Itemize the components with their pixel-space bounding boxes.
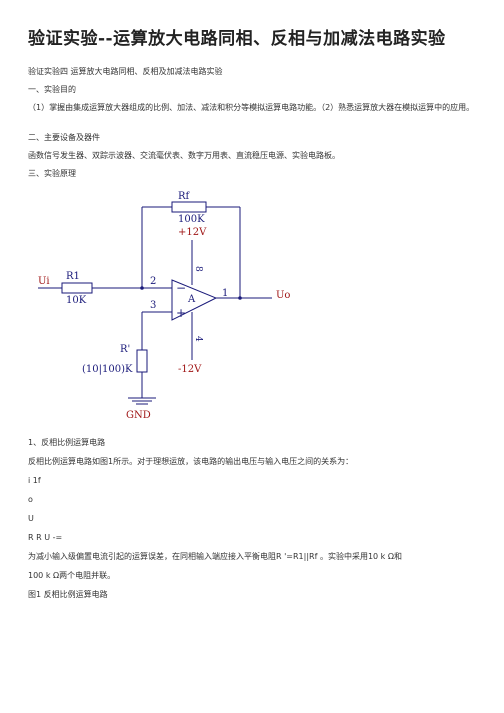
pin-noninv: 3 [150, 300, 156, 311]
section-text-equipment: 函数信号发生器、双踪示波器、交流毫伏表、数字万用表、直流稳压电源、实验电路板。 [28, 151, 340, 160]
plus-sign: + [176, 306, 186, 320]
formula-line-2: o [28, 495, 33, 504]
vpos-label: +12V [178, 227, 207, 238]
gnd-label: GND [126, 410, 151, 421]
pin-vneg: 4 [193, 336, 203, 342]
rf-resistor [171, 201, 207, 213]
paragraph-description: 反相比例运算电路如图1所示。对于理想运放，该电路的输出电压与输入电压之间的关系为… [28, 457, 354, 466]
paragraph-note: 为减小输入级偏置电流引起的运算误差，在同相输入端应接入平衡电阻R '=R1||R… [28, 552, 402, 561]
section-heading-equipment: 二、主要设备及器件 [28, 133, 100, 142]
rf-name: Rf [178, 191, 191, 202]
subtitle: 验证实验四 运算放大电路同相、反相及加减法电路实验 [28, 67, 223, 76]
rf-value: 100K [178, 214, 205, 225]
paragraph-note-continued: 100 k Ω两个电阻并联。 [28, 571, 116, 580]
pin-vpos: 8 [193, 266, 203, 272]
item-heading-inverting: 1、反相比例运算电路 [28, 438, 106, 447]
amp-label: A [187, 294, 196, 305]
section-heading-purpose: 一、实验目的 [28, 85, 76, 94]
rp-resistor [136, 349, 148, 373]
formula-line-3: U [28, 514, 34, 523]
junction-dot [140, 286, 144, 290]
input-label: Ui [38, 276, 50, 287]
pin-inv: 2 [150, 276, 156, 287]
r1-name: R1 [66, 271, 80, 282]
junction-dot [238, 296, 242, 300]
circuit-diagram: Ui R1 10K Rf 100K +12V 8 2 3 − + A 1 Uo … [38, 191, 290, 421]
rp-value: (10|100)K [82, 364, 133, 375]
opamp-triangle [171, 279, 218, 321]
section-text-purpose: （1）掌握由集成运算放大器组成的比例、加法、减法和积分等模拟运算电路功能。（2）… [28, 103, 475, 112]
r1-value: 10K [66, 295, 87, 306]
vneg-label: -12V [178, 364, 202, 375]
section-heading-principle: 三、实验原理 [28, 169, 76, 178]
r1-resistor [61, 282, 93, 294]
rp-name: R' [120, 344, 130, 355]
formula-line-4: R R U -= [28, 533, 63, 542]
output-label: Uo [276, 290, 290, 301]
minus-sign: − [176, 281, 186, 295]
circuit-wires [38, 206, 272, 405]
formula-line-1: i 1f [28, 476, 41, 485]
figure-caption: 图1 反相比例运算电路 [28, 590, 108, 599]
pin-out: 1 [222, 288, 228, 299]
page-title: 验证实验--运算放大电路同相、反相与加减法电路实验 [28, 29, 446, 49]
